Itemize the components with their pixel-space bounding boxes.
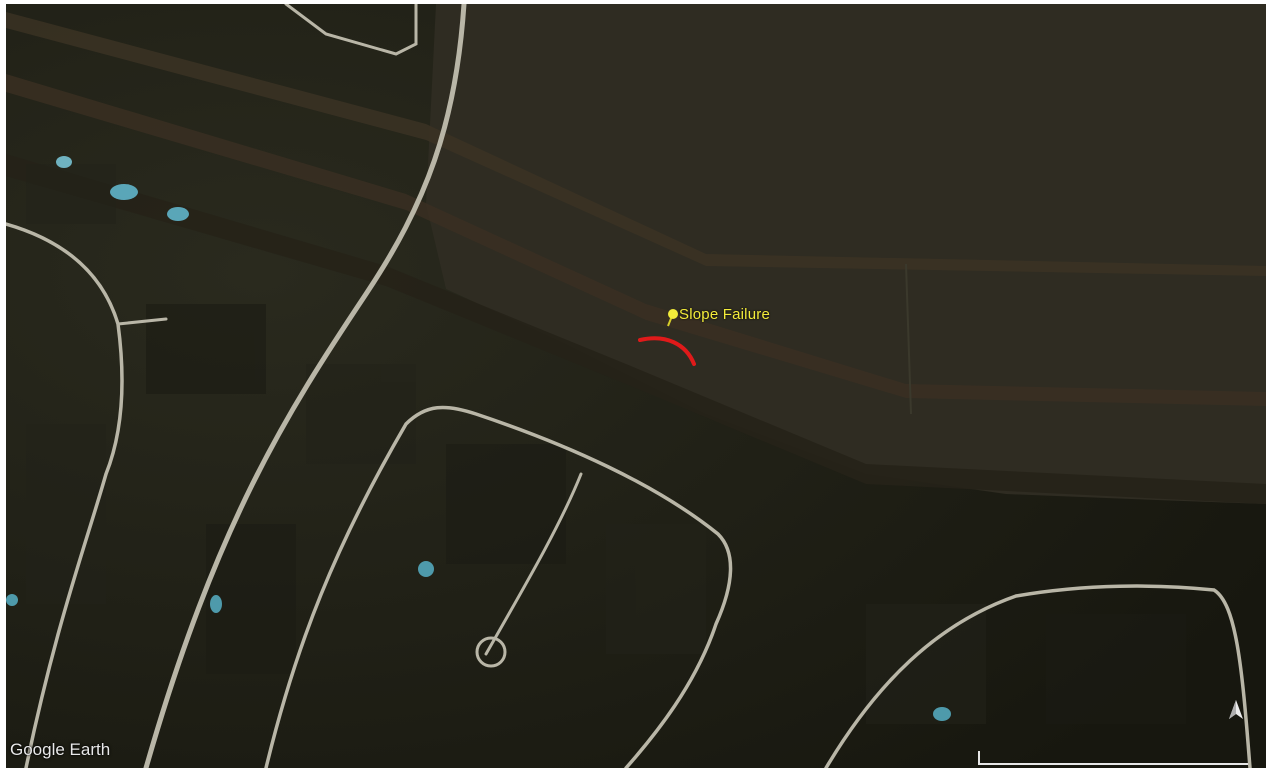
map-viewport[interactable]: Slope Failure Google Earth	[6, 4, 1266, 768]
field-track	[905, 263, 912, 415]
arterial-road	[143, 4, 467, 768]
road-left-spur	[116, 317, 168, 326]
pools	[6, 156, 951, 721]
road-left-curve	[6, 222, 124, 768]
pool	[210, 595, 222, 613]
road-residential-loop	[264, 405, 733, 768]
slope-failure-arc	[638, 336, 696, 366]
road-inner-street	[484, 472, 583, 656]
levee-band-upper	[6, 12, 1266, 276]
road-network	[6, 4, 1252, 768]
north-arrow-icon[interactable]	[1224, 698, 1248, 722]
pool	[110, 184, 138, 200]
pool	[418, 561, 434, 577]
cul-de-sac	[475, 636, 507, 668]
residential-area	[26, 164, 1186, 724]
pool	[167, 207, 189, 221]
road-top-cul-de-sac	[284, 4, 418, 56]
road-lower-right-curve	[824, 584, 1252, 768]
marker-label[interactable]: Slope Failure	[679, 306, 770, 323]
satellite-imagery	[6, 4, 1266, 768]
pool	[933, 707, 951, 721]
pool	[56, 156, 72, 168]
pushpin-icon[interactable]	[667, 309, 678, 327]
pool	[6, 594, 18, 606]
google-earth-logo: Google Earth	[10, 740, 111, 759]
scale-bar	[978, 751, 1248, 765]
